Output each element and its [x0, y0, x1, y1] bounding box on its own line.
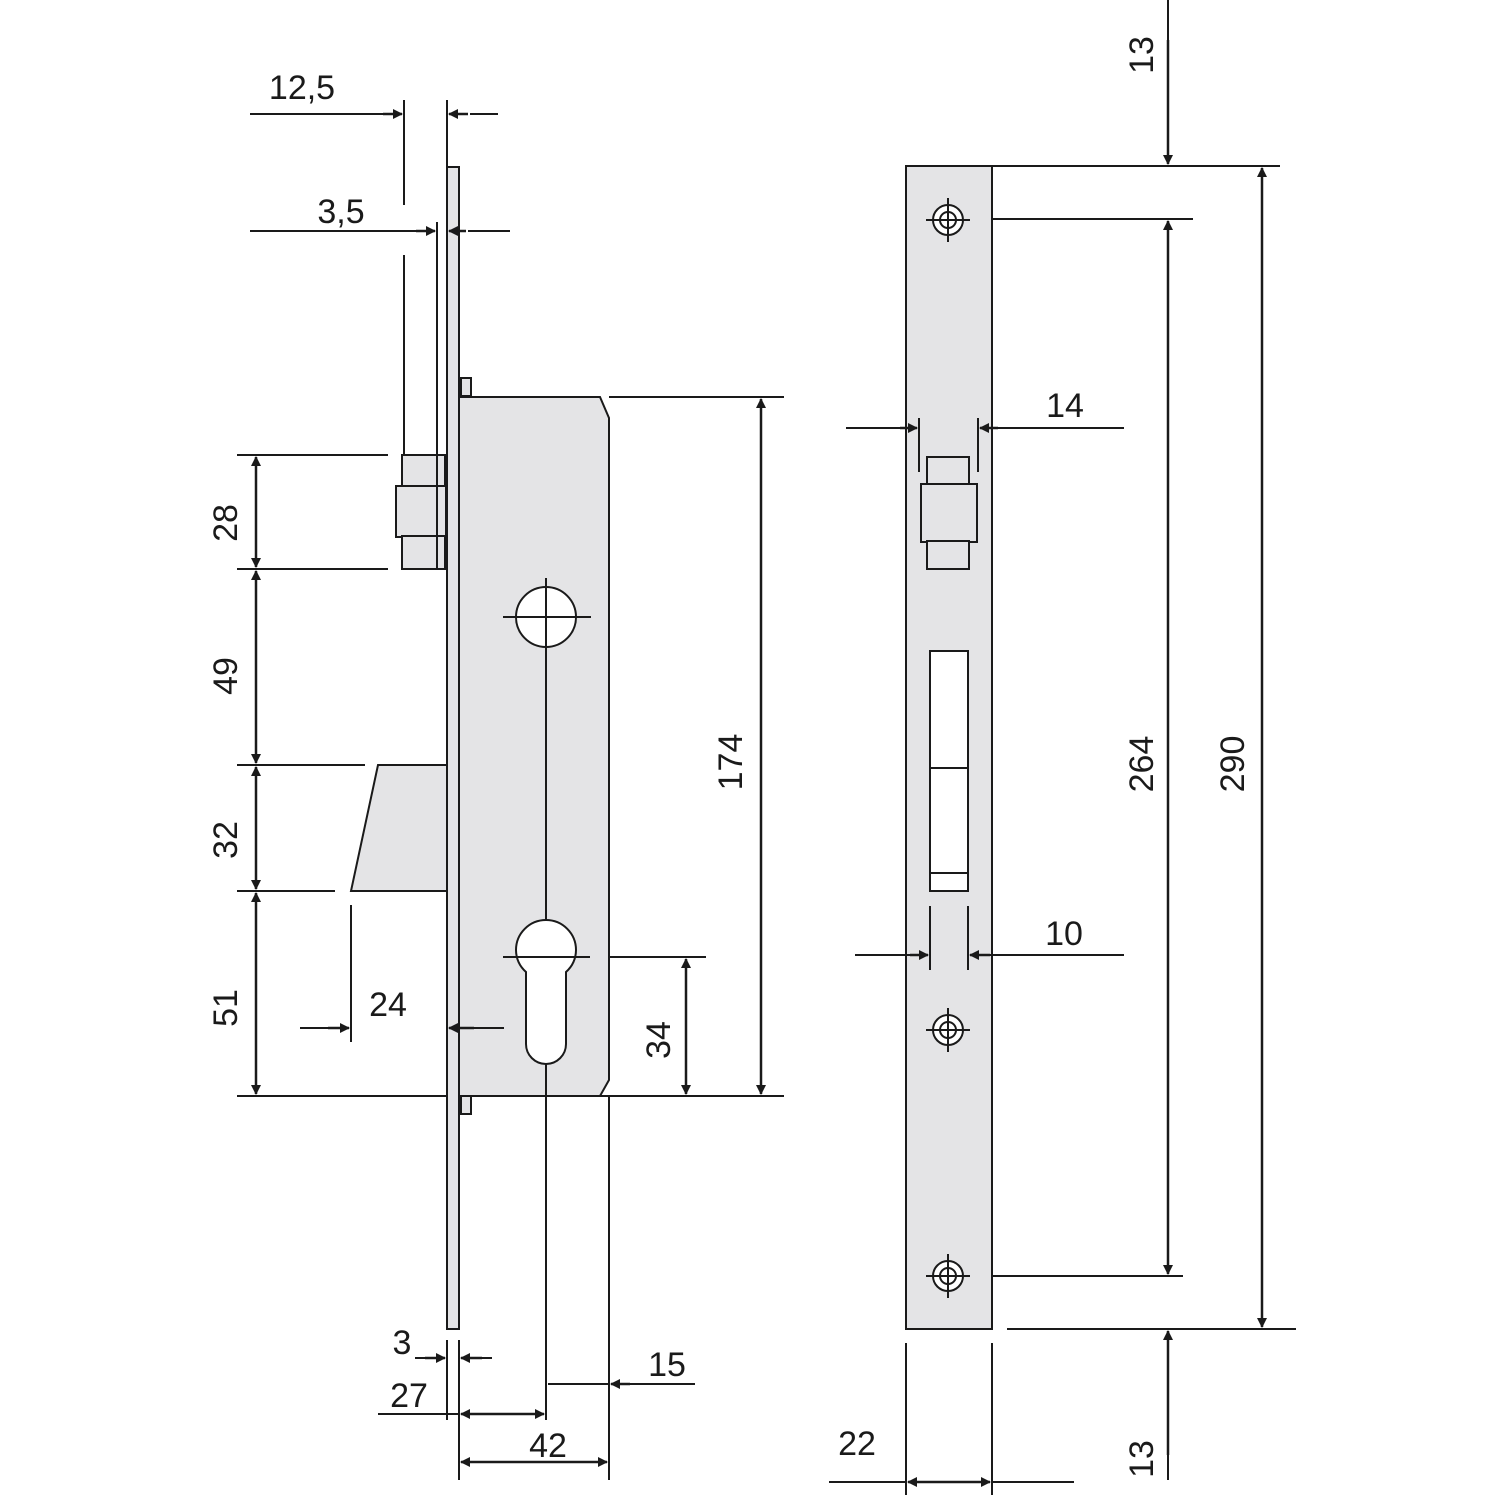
label-forend-offset: 3,5: [317, 193, 364, 231]
label-forend-length: 290: [1214, 736, 1252, 793]
dimension-labels: 12,5 3,5 28 49 32 51 24 174 34 3 27 15 4…: [207, 36, 1252, 1478]
front-view: [829, 0, 1296, 1495]
case-tab-top: [460, 377, 472, 397]
front-view-dimension-arrows: [900, 40, 1267, 1487]
label-case-depth: 42: [529, 1427, 567, 1465]
label-latch-to-bolt: 49: [207, 657, 245, 695]
screw-hole-bottom: [926, 1254, 970, 1298]
side-view: [237, 100, 784, 1480]
label-front-thickness: 3: [393, 1324, 412, 1362]
label-body-height: 174: [712, 734, 750, 791]
label-bolt-to-bottom: 51: [207, 989, 245, 1027]
label-bolt-height: 32: [207, 821, 245, 859]
forend-plate: [446, 166, 460, 1330]
cylinder-cutout: [514, 918, 578, 1065]
label-latch-height: 28: [207, 504, 245, 542]
side-view-dimension-arrows: [251, 109, 766, 1467]
latch-face: [920, 456, 978, 570]
label-bolt-width: 10: [1045, 915, 1083, 953]
latch: [395, 454, 447, 570]
label-rear-to-cylinder: 15: [648, 1346, 686, 1384]
label-forend-width: 22: [838, 1425, 876, 1463]
screw-hole-middle: [926, 1008, 970, 1052]
label-top-margin: 13: [1123, 36, 1161, 74]
label-bolt-projection: 24: [369, 986, 407, 1024]
dead-bolt: [349, 764, 448, 892]
label-bottom-margin: 13: [1123, 1440, 1161, 1478]
side-view-extension-lines: [237, 100, 784, 1480]
label-backset: 27: [390, 1377, 428, 1415]
label-screw-spacing: 264: [1123, 736, 1161, 793]
front-view-extension-lines: [829, 0, 1296, 1495]
screw-hole-top: [926, 198, 970, 242]
label-latch-width: 14: [1046, 387, 1084, 425]
label-forend-depth: 12,5: [269, 69, 335, 107]
bolt-slot: [929, 650, 969, 892]
label-cylinder-center: 34: [640, 1021, 678, 1059]
case-tab-bottom: [460, 1095, 472, 1115]
